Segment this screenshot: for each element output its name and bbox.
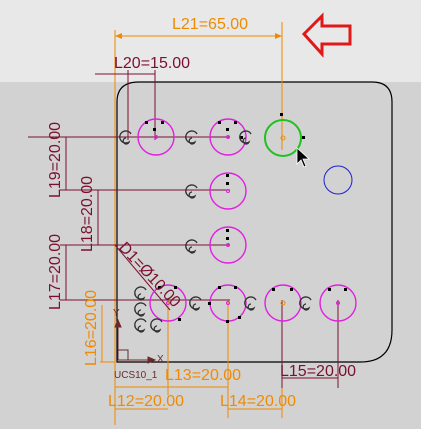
hole-1-1[interactable] [137,118,175,156]
dim-l20[interactable]: L20=15.00 [114,55,190,72]
dim-l17[interactable]: L17=20.00 [47,234,64,310]
ucs-x-label: X [157,354,164,365]
hole-circles[interactable] [137,118,357,322]
ucs-y-label: Y [113,308,120,319]
dim-l18[interactable]: L18=20.00 [79,176,96,252]
hole-3-2[interactable] [209,226,247,264]
maroon-dimension-lines [28,70,339,388]
dim-l21[interactable]: L21=65.00 [172,16,248,33]
dim-l16[interactable]: L16=20.00 [83,290,100,366]
hole-centers [154,135,340,305]
orange-centers [280,135,286,306]
dim-l13[interactable]: L13=20.00 [165,367,241,384]
hole-1-3-selected[interactable] [264,119,302,157]
grip-points[interactable] [145,113,347,323]
hole-1-2[interactable] [209,118,247,156]
hole-4-3[interactable] [264,284,302,322]
hole-4-4[interactable] [319,284,357,322]
ucs-icon [114,318,157,364]
blue-reference-circle[interactable] [323,165,353,195]
dim-l14[interactable]: L14=20.00 [220,393,296,410]
mouse-pointer-icon [296,147,311,168]
hole-2-2[interactable] [209,172,247,210]
dim-l12[interactable]: L12=20.00 [108,393,184,410]
hole-4-1[interactable] [149,284,187,322]
orange-arrowheads [115,33,282,39]
dim-l15[interactable]: L15=20.00 [280,363,356,380]
dim-l19[interactable]: L19=20.00 [47,122,64,198]
red-outline-left-arrow-icon [301,12,352,58]
plate-outline[interactable] [116,81,393,363]
ucs-name-label: UCS10_1 [114,370,158,381]
arc-markers [119,130,312,333]
